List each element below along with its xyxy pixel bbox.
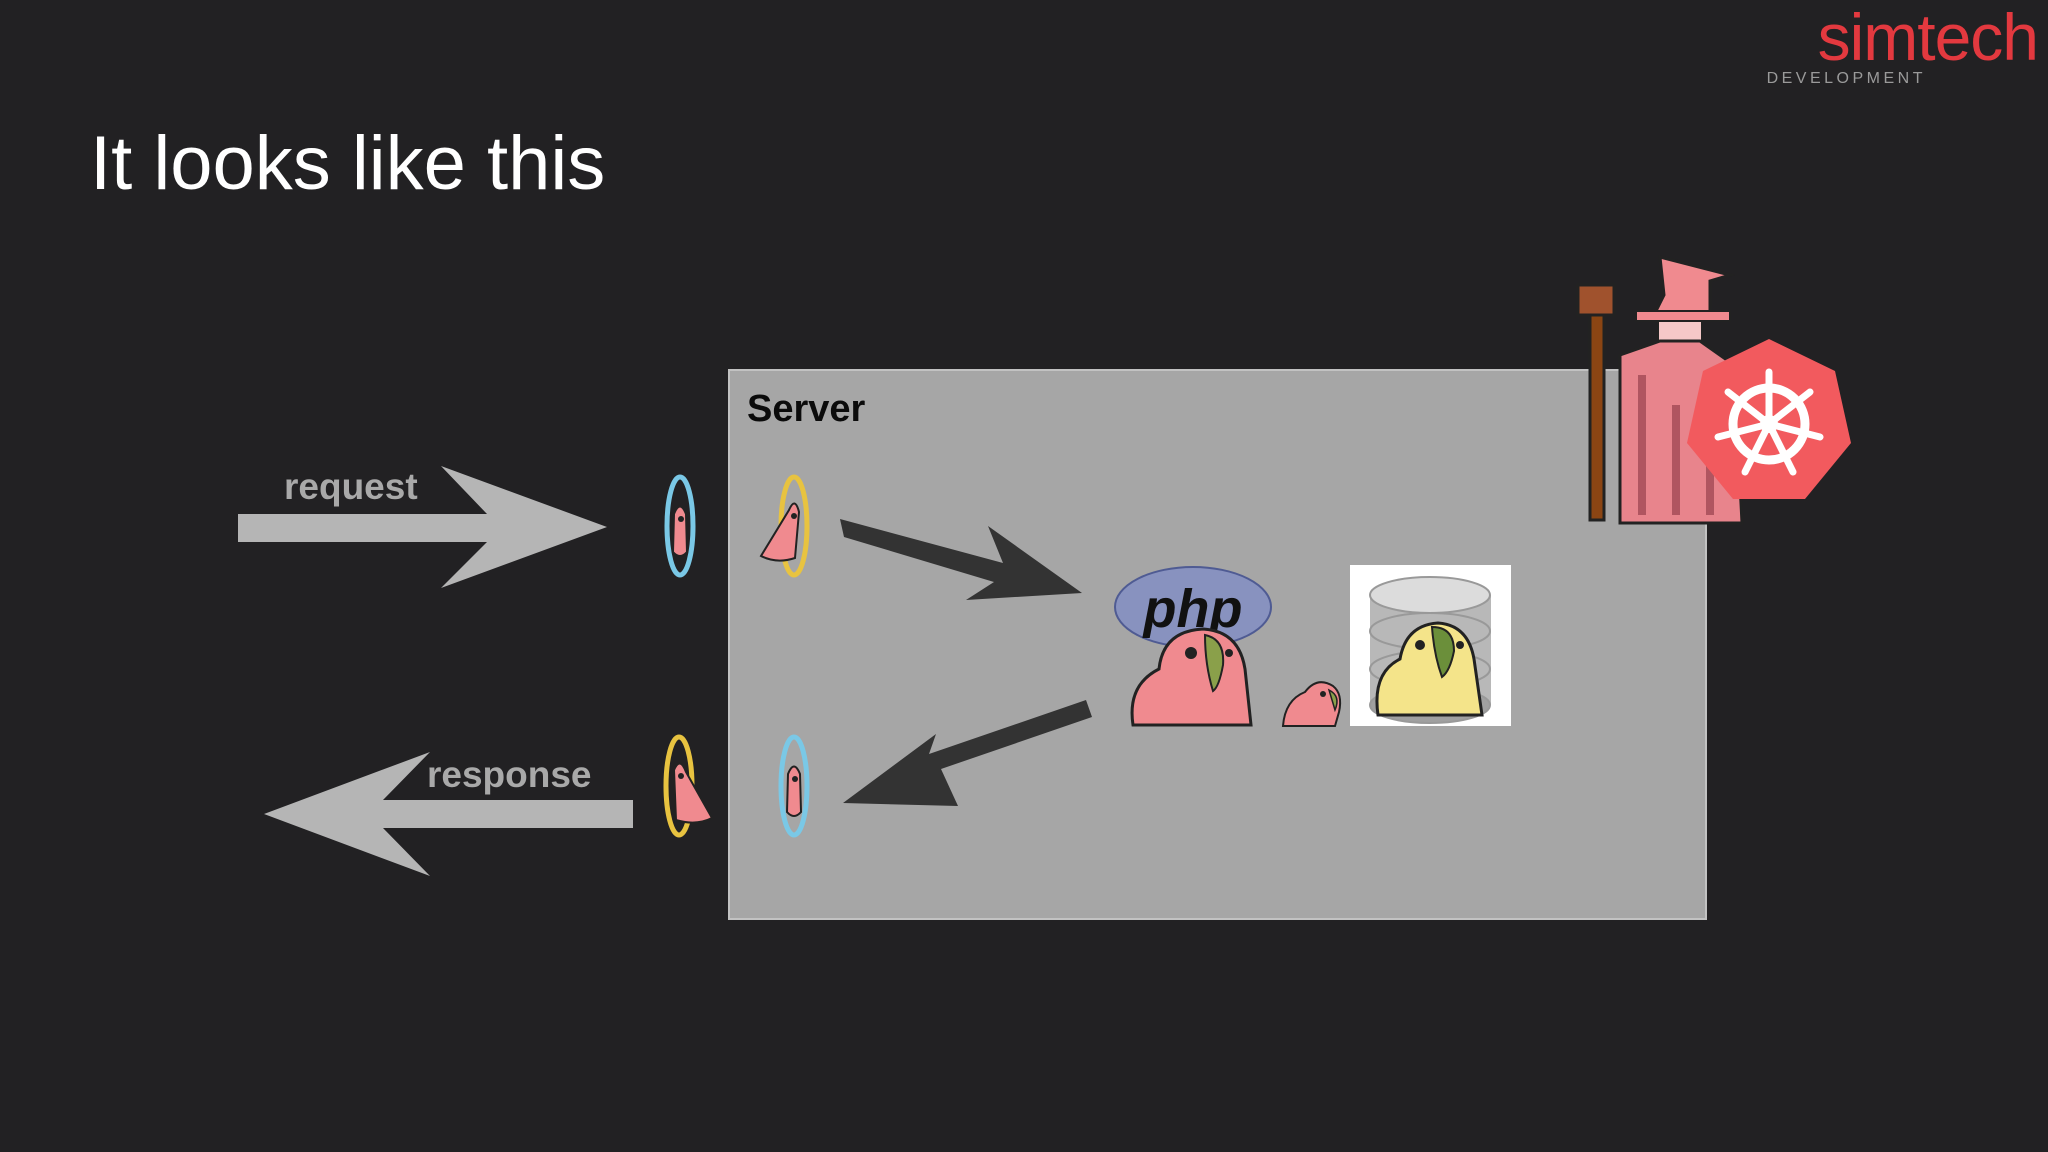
small-parrot-icon [1281, 681, 1342, 727]
php-parrot-icon: php [1114, 566, 1272, 727]
brand-subtitle: DEVELOPMENT [1766, 70, 1926, 87]
outbound-internal-arrow-shape [843, 700, 1092, 806]
inbound-internal-arrow-shape [840, 519, 1082, 600]
portal-parrot-icon [759, 474, 810, 578]
kubernetes-icon [1687, 339, 1851, 499]
request-label: request [284, 466, 418, 507]
server-label: Server [747, 388, 866, 430]
slide-title: It looks like this [90, 121, 606, 206]
portal-parrot-icon [663, 734, 714, 838]
database-parrot-icon [1350, 565, 1511, 726]
request-arrow-shape [238, 466, 607, 588]
brand-name: simtech [1817, 0, 2039, 74]
brand-logo: simtech DEVELOPMENT [1758, 0, 2039, 88]
portal-parrot-icon [778, 734, 810, 838]
portal-parrot-icon [664, 474, 696, 578]
response-arrow-shape [264, 752, 633, 876]
response-label: response [427, 754, 592, 795]
